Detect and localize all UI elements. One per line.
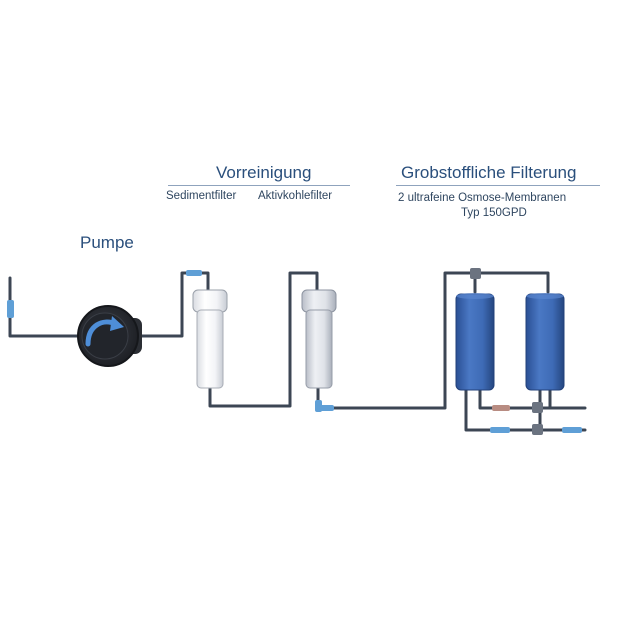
carbon-filter — [301, 289, 337, 389]
t-joint-top — [470, 268, 481, 279]
membrane-right — [525, 293, 565, 391]
t-joint-pure — [532, 424, 543, 435]
membrane-right-top — [526, 293, 564, 299]
pure-water-fitting-a — [490, 427, 510, 433]
pump-arrow-head-icon — [110, 316, 124, 331]
t-joint-concentrate — [532, 402, 543, 413]
fittings — [7, 270, 582, 433]
sediment-filter — [192, 289, 228, 389]
coarse-filter-divider — [396, 185, 600, 186]
membrane-right-housing — [525, 293, 565, 391]
coarse-filter-title: Grobstoffliche Filterung — [401, 163, 577, 182]
membrane-left-top — [456, 293, 494, 299]
inlet-pipe — [8, 276, 82, 338]
pure-water-fitting-b — [562, 427, 582, 433]
membrane-label-line2: Typ 150GPD — [461, 207, 527, 219]
t-joints — [470, 268, 543, 435]
pump — [77, 305, 142, 367]
pump-to-sediment-pipe — [138, 271, 210, 338]
carbon-to-membrane-pipe — [316, 271, 550, 410]
prefilter-title: Vorreinigung — [216, 163, 312, 182]
prefilter-divider — [168, 185, 350, 186]
carbon-elbow-fitting — [320, 405, 334, 411]
sediment-filter-cap — [192, 289, 228, 313]
pump-out-fitting — [186, 270, 202, 276]
sediment-filter-housing — [196, 309, 224, 389]
membrane-left — [455, 293, 495, 391]
carbon-label: Aktivkohlefilter — [258, 190, 333, 202]
concentrate-fitting — [492, 405, 510, 411]
sediment-label: Sedimentfilter — [166, 190, 237, 202]
carbon-filter-housing — [305, 309, 333, 389]
inlet-fitting — [7, 300, 14, 318]
membrane-left-housing — [455, 293, 495, 391]
membrane-label-line1: 2 ultrafeine Osmose-Membranen — [398, 192, 567, 204]
carbon-filter-cap — [301, 289, 337, 313]
membrane-left-outlet — [464, 386, 587, 432]
pump-label: Pumpe — [80, 233, 134, 252]
sediment-to-carbon-pipe — [208, 271, 319, 408]
